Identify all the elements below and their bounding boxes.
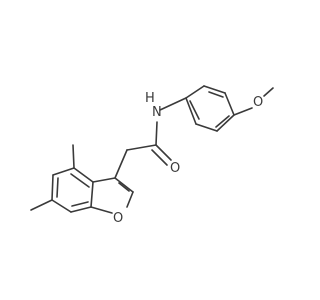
bond bbox=[155, 144, 172, 161]
nitrogen-hydrogen-label: H bbox=[145, 91, 155, 106]
bond bbox=[56, 177, 59, 198]
bond bbox=[159, 97, 187, 111]
nitrogen-label: N bbox=[152, 105, 162, 120]
bond bbox=[203, 85, 226, 94]
bond bbox=[90, 181, 94, 208]
bond bbox=[126, 191, 134, 208]
bond bbox=[51, 174, 54, 201]
bond bbox=[92, 177, 116, 183]
bond bbox=[216, 114, 235, 132]
bond bbox=[114, 149, 128, 179]
methoxy-oxygen-label: O bbox=[253, 95, 263, 110]
bond bbox=[51, 199, 72, 213]
bond bbox=[233, 107, 253, 116]
bond bbox=[126, 144, 157, 151]
bond bbox=[90, 206, 113, 214]
bond bbox=[70, 206, 92, 213]
carbonyl-oxygen-label: O bbox=[170, 161, 180, 176]
bond bbox=[155, 121, 158, 146]
bond bbox=[114, 177, 134, 193]
bond bbox=[70, 173, 90, 188]
bond bbox=[263, 87, 274, 97]
bond bbox=[118, 182, 130, 192]
bond bbox=[195, 123, 218, 132]
atom-labels: N H O O O bbox=[113, 91, 263, 226]
molecule-structure: N H O O O bbox=[30, 85, 274, 226]
bond bbox=[224, 92, 235, 116]
bond bbox=[185, 97, 197, 125]
bond bbox=[189, 100, 200, 120]
bond bbox=[185, 85, 205, 99]
bond bbox=[208, 91, 224, 98]
bond bbox=[73, 167, 94, 183]
bonds bbox=[30, 85, 274, 214]
bond bbox=[52, 167, 75, 176]
furan-oxygen-label: O bbox=[113, 211, 123, 226]
bond bbox=[151, 149, 168, 166]
bond bbox=[215, 115, 230, 128]
bond bbox=[72, 144, 75, 169]
bond bbox=[30, 199, 53, 211]
bond bbox=[71, 201, 89, 207]
